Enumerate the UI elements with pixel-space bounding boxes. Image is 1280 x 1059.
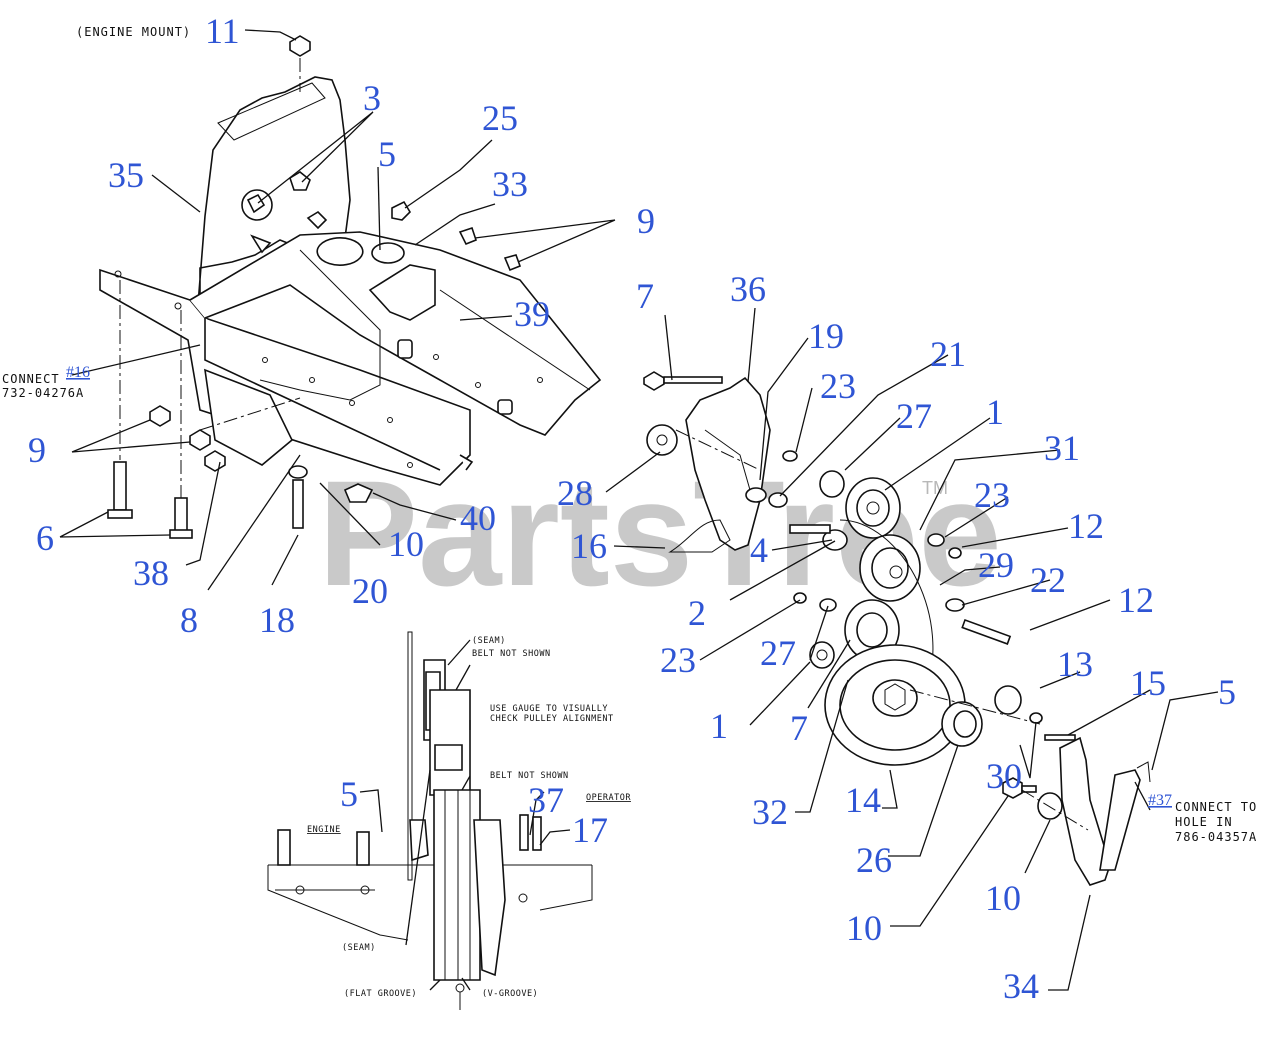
callout-22[interactable]: 22 [1030, 560, 1066, 600]
callout-5-top[interactable]: 5 [378, 134, 396, 174]
inset-flat-groove: (FLAT GROOVE) [344, 989, 417, 999]
connect-right-line1: CONNECT TO [1175, 800, 1257, 814]
callout-10-left[interactable]: 38 [133, 553, 169, 593]
pulleys [745, 450, 1043, 766]
callout-32[interactable]: 14 [845, 780, 881, 820]
callout-11[interactable]: 11 [205, 11, 240, 51]
callout-4[interactable]: 4 [750, 530, 768, 570]
callout-7-right[interactable]: 15 [1130, 663, 1166, 703]
callout-23-mid[interactable]: 23 [974, 475, 1010, 515]
callout-31[interactable]: 31 [1044, 428, 1080, 468]
engine-mount-note: (ENGINE MOUNT) [76, 25, 191, 39]
callout-labels: 11 3 25 35 5 33 9 39 7 36 19 21 23 27 1 … [28, 11, 1236, 1006]
callout-15[interactable]: 5 [1218, 672, 1236, 712]
callout-1-bottom[interactable]: 7 [790, 708, 808, 748]
inset-belt-not-shown-1: BELT NOT SHOWN [472, 649, 551, 659]
callout-5-inset-right[interactable]: 37 [528, 780, 564, 820]
callout-17[interactable]: 30 [986, 756, 1022, 796]
callout-27-top[interactable]: 27 [896, 396, 932, 436]
leader-lines [59, 29, 1219, 991]
callout-9-right[interactable]: 9 [637, 201, 655, 241]
inset-operator: OPERATOR [586, 793, 631, 803]
connect-left-prefix: CONNECT [2, 372, 60, 386]
inset-belt-not-shown-2: BELT NOT SHOWN [490, 771, 569, 781]
watermark-trademark: TM [922, 478, 948, 498]
callout-23-bottom[interactable]: 27 [760, 633, 796, 673]
callout-34[interactable]: 34 [1003, 966, 1039, 1006]
callout-3[interactable]: 3 [363, 78, 381, 118]
inset-v-groove: (V-GROOVE) [482, 989, 538, 999]
callout-30[interactable]: 32 [752, 792, 788, 832]
inset-engine: ENGINE [307, 825, 341, 835]
callout-29[interactable]: 29 [978, 545, 1014, 585]
callout-25[interactable]: 25 [482, 98, 518, 138]
callout-26[interactable]: 10 [985, 878, 1021, 918]
connect-left-link[interactable]: #16 [66, 364, 90, 381]
connect-right-part: 786-04357A [1175, 830, 1257, 844]
callout-33[interactable]: 33 [492, 164, 528, 204]
callout-9-left[interactable]: 9 [28, 430, 46, 470]
connect-left-part: 732-04276A [2, 386, 84, 400]
connect-right-line2: HOLE IN [1175, 815, 1233, 829]
callout-20[interactable]: 20 [352, 571, 388, 611]
callout-40[interactable]: 40 [460, 498, 496, 538]
callout-21[interactable]: 21 [930, 334, 966, 374]
left-hardware [107, 35, 522, 539]
alignment-inset [267, 631, 593, 1010]
callout-16[interactable]: 16 [571, 526, 607, 566]
callout-28[interactable]: 28 [557, 473, 593, 513]
callout-10-bottom[interactable]: 10 [846, 908, 882, 948]
idler-arm [1002, 734, 1151, 886]
callout-27-bottom[interactable]: 13 [1057, 644, 1093, 684]
inset-seam-bottom: (SEAM) [342, 943, 376, 953]
connect-right-link[interactable]: #37 [1148, 792, 1172, 809]
callout-19[interactable]: 19 [808, 316, 844, 356]
callout-12-right[interactable]: 12 [1068, 506, 1104, 546]
idler-bracket [643, 371, 771, 553]
callout-10-mid[interactable]: 10 [388, 524, 424, 564]
callout-18[interactable]: 2 [688, 593, 706, 633]
callout-13[interactable]: 1 [710, 706, 728, 746]
inset-gauge-line2: CHECK PULLEY ALIGNMENT [490, 714, 614, 724]
callout-37[interactable]: 17 [572, 810, 608, 850]
callout-23-top[interactable]: 23 [820, 366, 856, 406]
callout-5-inset-left[interactable]: 5 [340, 774, 358, 814]
inset-seam-top: (SEAM) [472, 636, 506, 646]
frame-rail [99, 231, 602, 486]
callout-7-top[interactable]: 7 [636, 276, 654, 316]
callout-1-top[interactable]: 1 [986, 392, 1004, 432]
inset-gauge-line1: USE GAUGE TO VISUALLY [490, 704, 608, 714]
callout-6[interactable]: 6 [36, 518, 54, 558]
callout-12-left[interactable]: 23 [660, 640, 696, 680]
callout-8[interactable]: 18 [259, 600, 295, 640]
callout-36[interactable]: 36 [730, 269, 766, 309]
callout-14[interactable]: 26 [856, 840, 892, 880]
callout-38[interactable]: 8 [180, 600, 198, 640]
callout-39[interactable]: 39 [514, 294, 550, 334]
callout-2[interactable]: 12 [1118, 580, 1154, 620]
callout-35[interactable]: 35 [108, 155, 144, 195]
